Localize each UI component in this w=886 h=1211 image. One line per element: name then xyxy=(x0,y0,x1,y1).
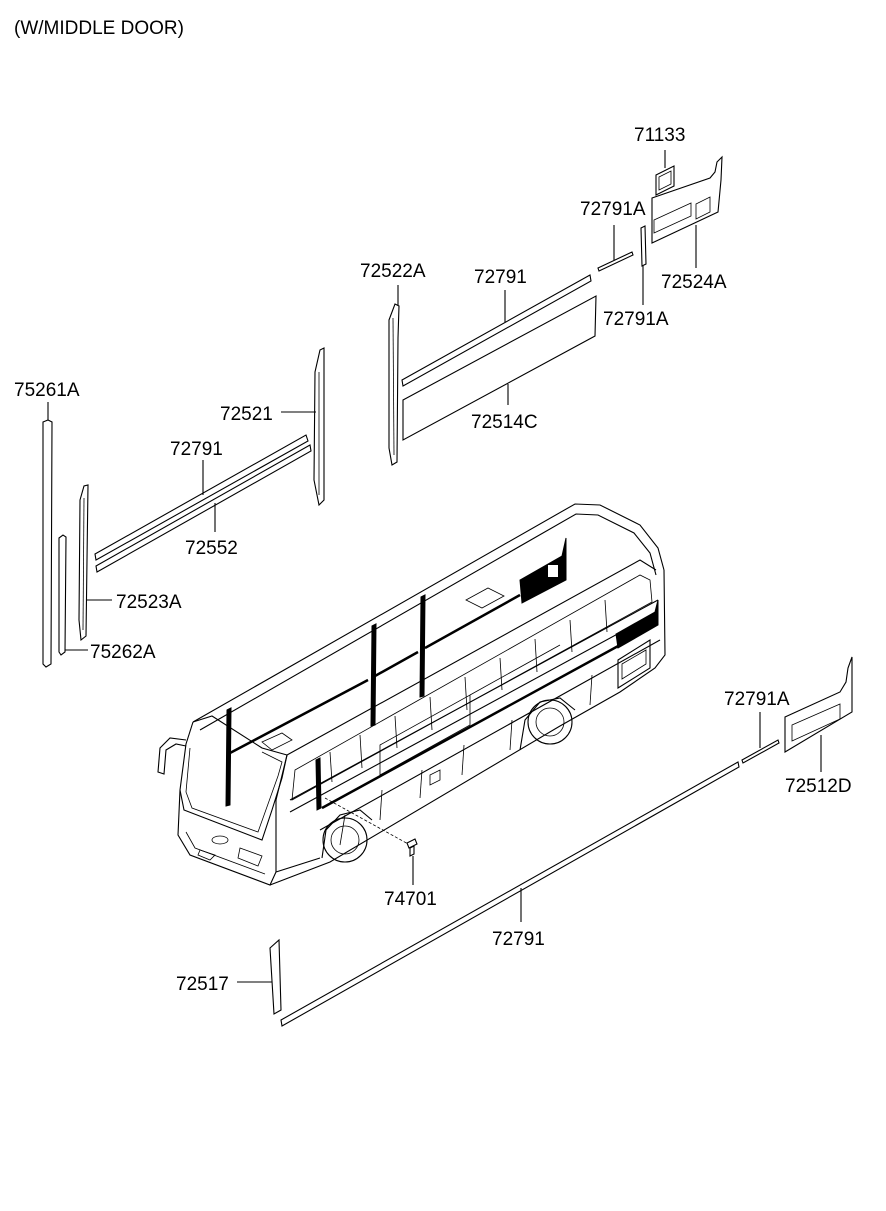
bus-body xyxy=(157,503,666,886)
part-72523A-pillar xyxy=(78,484,112,642)
label-72514C: 72514C xyxy=(471,412,538,433)
label-72512D: 72512D xyxy=(785,776,852,797)
part-72791A-top-strip xyxy=(597,225,634,272)
label-72524A: 72524A xyxy=(661,272,727,293)
label-72521: 72521 xyxy=(220,404,273,425)
part-72552-strip xyxy=(95,444,312,573)
label-72791-lower: 72791 xyxy=(492,929,545,950)
bus-side-windows xyxy=(291,574,653,801)
part-72517-pillar xyxy=(237,938,282,1015)
part-72514C-side-panel xyxy=(402,295,597,441)
part-72521-pillar xyxy=(281,347,325,507)
part-72791A-vertical-strip xyxy=(640,225,647,305)
part-72791-lower-strip xyxy=(280,761,740,1027)
part-72791A-right-strip xyxy=(741,712,780,764)
part-72524A-rear-panel xyxy=(651,155,723,268)
label-72517: 72517 xyxy=(176,974,229,995)
part-71133-window xyxy=(655,150,675,196)
label-72791A-mid: 72791A xyxy=(603,309,669,330)
label-72523A: 72523A xyxy=(116,592,182,613)
part-74701-clip xyxy=(324,797,418,885)
part-75262A-molding xyxy=(58,534,88,656)
label-72552: 72552 xyxy=(185,538,238,559)
part-72791-upper-strip xyxy=(401,274,592,387)
part-72791-left-strip xyxy=(94,434,309,561)
label-75261A: 75261A xyxy=(14,380,80,401)
label-72791A-right: 72791A xyxy=(724,689,790,710)
label-71133: 71133 xyxy=(634,125,685,146)
part-72522A-pillar xyxy=(388,285,400,466)
label-72791A-top: 72791A xyxy=(580,199,646,220)
label-72791-left: 72791 xyxy=(170,439,223,460)
diagram-title: (W/MIDDLE DOOR) xyxy=(14,18,184,39)
label-75262A: 75262A xyxy=(90,642,156,663)
label-72522A: 72522A xyxy=(360,261,426,282)
part-75261A-molding xyxy=(42,402,53,668)
label-74701: 74701 xyxy=(384,889,437,910)
label-72791-upper: 72791 xyxy=(474,267,527,288)
part-72512D-rear-panel xyxy=(784,656,853,772)
